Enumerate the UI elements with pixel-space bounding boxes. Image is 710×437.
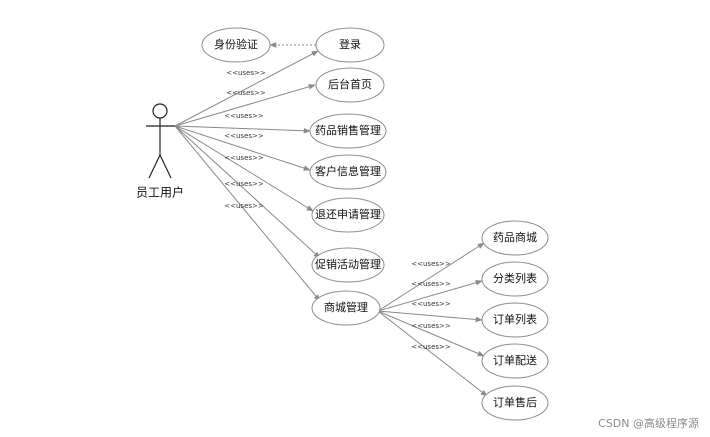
use-case-label: 订单配送 (493, 353, 537, 367)
uses-label: <<uses>> (411, 343, 451, 351)
use-case-label: 商城管理 (324, 300, 368, 314)
association-category-list (377, 280, 483, 312)
use-case-label: 订单售后 (493, 395, 537, 409)
use-case-label: 药品销售管理 (315, 123, 381, 137)
association-mall (174, 125, 321, 302)
use-case-home: 后台首页 (315, 67, 385, 103)
actor-label: 员工用户 (136, 185, 184, 200)
use-case-login: 登录 (315, 27, 385, 63)
use-case-promotion: 促销活动管理 (311, 247, 385, 283)
association-order-list (377, 310, 483, 323)
association-drug-mall (377, 242, 485, 312)
uses-label: <<uses>> (226, 69, 266, 77)
use-case-label: 订单列表 (493, 312, 537, 326)
use-case-label: 身份验证 (214, 37, 258, 51)
association-drug-sales (174, 125, 311, 134)
mall-associations (377, 242, 488, 397)
uses-label: <<uses>> (224, 132, 264, 140)
association-home (174, 84, 316, 127)
association-refund (174, 125, 314, 212)
uses-label: <<uses>> (224, 202, 264, 210)
uses-label: <<uses>> (226, 89, 266, 97)
use-case-label: 退还申请管理 (315, 207, 381, 221)
uses-label: <<uses>> (411, 300, 451, 308)
association-order-delivery (377, 310, 485, 357)
uses-labels-actor: <<uses>> <<uses>> <<uses>> <<uses>> <<us… (224, 69, 266, 210)
actor-associations (174, 50, 321, 302)
use-case-label: 后台首页 (328, 77, 372, 91)
uses-label: <<uses>> (411, 260, 451, 268)
association-promotion (174, 125, 321, 259)
use-case-customer-info: 客户信息管理 (309, 154, 387, 190)
uses-label: <<uses>> (224, 112, 264, 120)
use-case-mall: 商城管理 (311, 290, 381, 326)
association-login (174, 50, 319, 127)
use-case-label: 分类列表 (493, 271, 537, 285)
use-case-category-list: 分类列表 (481, 261, 549, 297)
use-case-refund: 退还申请管理 (311, 197, 385, 233)
association-after-sales (377, 310, 488, 397)
use-case-drug-sales: 药品销售管理 (309, 113, 387, 149)
watermark: CSDN @高级程序源 (598, 416, 699, 430)
use-case-drug-mall: 药品商城 (481, 220, 549, 256)
uses-labels-mall: <<uses>> <<uses>> <<uses>> <<uses>> <<us… (411, 260, 451, 351)
use-case-after-sales: 订单售后 (481, 385, 549, 421)
uses-label: <<uses>> (224, 180, 264, 188)
use-case-order-list: 订单列表 (481, 302, 549, 338)
use-case-label: 药品商城 (493, 230, 537, 244)
uses-label: <<uses>> (224, 154, 264, 162)
use-case-label: 登录 (339, 37, 361, 51)
use-case-label: 促销活动管理 (315, 257, 381, 271)
use-case-label: 客户信息管理 (315, 164, 381, 178)
actor-figure (146, 103, 175, 179)
uses-label: <<uses>> (411, 280, 451, 288)
uses-label: <<uses>> (411, 322, 451, 330)
use-case-identity: 身份验证 (201, 27, 271, 63)
association-customer-info (174, 125, 311, 171)
use-case-order-delivery: 订单配送 (481, 343, 549, 379)
